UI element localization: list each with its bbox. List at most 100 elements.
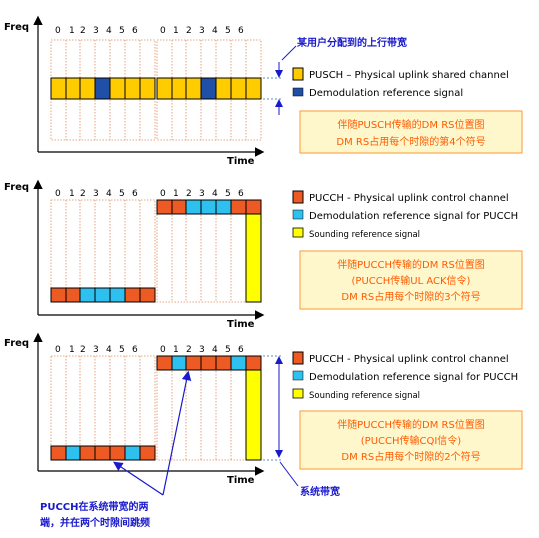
pucch-symbol: [156, 199, 173, 215]
slot-number: 3: [93, 26, 99, 36]
pusch-band: [50, 77, 262, 100]
pucch-symbol: [139, 287, 156, 303]
dmrs-symbol: [200, 77, 217, 100]
pucch-symbol: [171, 199, 187, 215]
note-line: 伴随PUCCH传输的DM RS位置图: [337, 418, 485, 431]
legend-swatch-dmrs-pucch: [292, 370, 304, 381]
system-bandwidth-annotation: 系统带宽: [300, 485, 340, 498]
slot-number: 4: [212, 345, 218, 355]
slot-number: 5: [225, 26, 231, 36]
note-line: 伴随PUCCH传输的DM RS位置图: [337, 258, 485, 271]
freq-axis-label: Freq: [4, 22, 29, 33]
pucch-symbol: [245, 199, 262, 215]
user-bandwidth-annotation: 某用户分配到的上行带宽: [297, 36, 407, 49]
slot-number: 0: [55, 26, 61, 36]
legend-swatch-pucch: [292, 351, 304, 365]
slot-number: 4: [106, 345, 112, 355]
sounding-rs-symbol: [245, 213, 262, 303]
note-line: (PUCCH传输CQI信令): [361, 434, 462, 447]
slot-number: 4: [212, 26, 218, 36]
legend-label: Demodulation reference signal for PUCCH: [309, 372, 518, 383]
legend-swatch-dmrs-pucch: [292, 209, 304, 220]
slot-numbers: 0 1 2 3 4 5 6 0 1 2 3 4 5 6: [55, 345, 244, 355]
pucch-symbol: [50, 287, 67, 303]
note-line: DM RS占用每个时隙的第4个符号: [336, 135, 485, 148]
slot-number: 2: [80, 26, 86, 36]
pusch-symbol: [124, 77, 141, 100]
legend-swatch-srs: [292, 388, 304, 399]
legend: PUCCH - Physical uplink control channel …: [292, 351, 518, 401]
freq-axis-label: Freq: [4, 338, 29, 349]
slot-number: 0: [55, 189, 61, 199]
slot-number: 5: [225, 189, 231, 199]
note-line: 伴随PUSCH传输的DM RS位置图: [337, 118, 484, 131]
slot-number: 3: [199, 345, 205, 355]
slot-number: 2: [186, 189, 192, 199]
slot-number: 4: [212, 189, 218, 199]
pucch-symbol: [94, 445, 111, 461]
pucch-band-slot1: [156, 199, 262, 303]
dmrs-symbol: [200, 199, 217, 215]
dmrs-symbol: [124, 445, 141, 461]
slot-number: 1: [173, 345, 179, 355]
note-line: (PUCCH传输UL ACK信令): [352, 274, 471, 287]
slot-number: 5: [119, 26, 125, 36]
note-box: 伴随PUCCH传输的DM RS位置图 (PUCCH传输CQI信令) DM RS占…: [299, 410, 523, 470]
slot-number: 1: [173, 26, 179, 36]
panel-pusch: Freq Time 0 1 2 3 4 5 6 0 1 2 3 4 5 6: [4, 15, 523, 167]
pusch-symbol: [65, 77, 81, 100]
pusch-symbol: [50, 77, 67, 100]
dmrs-symbol: [171, 355, 187, 371]
slot-number: 0: [160, 189, 166, 199]
pucch-symbol: [245, 355, 262, 371]
slot-number: 6: [238, 345, 244, 355]
pusch-symbol: [79, 77, 96, 100]
pucch-band-slot0: [50, 287, 156, 303]
pucch-symbol: [79, 445, 96, 461]
slot-number: 6: [238, 189, 244, 199]
pusch-symbol: [171, 77, 187, 100]
pucch-symbol: [139, 445, 156, 461]
pucch-hopping-annotation: 端，并在两个时隙间跳频: [40, 516, 150, 529]
panel-pucch-cqi: Freq Time 0 1 2 3 4 5 6 0 1 2 3 4 5 6: [4, 332, 523, 529]
slot-number: 0: [160, 26, 166, 36]
legend-label: PUSCH – Physical uplink shared channel: [309, 70, 509, 81]
note-line: DM RS占用每个时隙的2个符号: [341, 450, 480, 463]
slot-number: 4: [106, 189, 112, 199]
slot-number: 2: [186, 345, 192, 355]
dmrs-symbol: [94, 287, 111, 303]
slot-number: 1: [69, 26, 75, 36]
legend-label: Sounding reference signal: [309, 230, 420, 240]
slot-number: 6: [238, 26, 244, 36]
note-line: DM RS占用每个时隙的3个符号: [341, 290, 480, 303]
slot-number: 3: [93, 189, 99, 199]
legend-swatch-pucch: [292, 190, 304, 204]
pusch-symbol: [139, 77, 156, 100]
slot-number: 2: [80, 345, 86, 355]
time-axis-label: Time: [227, 319, 255, 330]
sounding-rs-symbol: [245, 369, 262, 461]
legend-label: Sounding reference signal: [309, 391, 420, 401]
slot-number: 6: [132, 189, 138, 199]
slot-number: 0: [55, 345, 61, 355]
slot-number: 6: [132, 345, 138, 355]
slot-numbers: 0 1 2 3 4 5 6 0 1 2 3 4 5 6: [55, 189, 244, 199]
time-axis-label: Time: [227, 156, 255, 167]
pusch-symbol: [156, 77, 173, 100]
legend-label: PUCCH - Physical uplink control channel: [309, 193, 509, 204]
slot-number: 4: [106, 26, 112, 36]
bandwidth-marker: [263, 45, 297, 115]
legend: PUSCH – Physical uplink shared channel D…: [292, 67, 509, 99]
slot-number: 2: [80, 189, 86, 199]
time-axis-label: Time: [227, 475, 255, 486]
pusch-symbol: [185, 77, 202, 100]
pucch-symbol: [156, 355, 173, 371]
legend-label: PUCCH - Physical uplink control channel: [309, 354, 509, 365]
slot-number: 5: [119, 345, 125, 355]
legend: PUCCH - Physical uplink control channel …: [292, 190, 518, 240]
legend-swatch-srs: [292, 227, 304, 238]
dmrs-symbol: [94, 77, 111, 100]
pucch-band-slot1: [156, 355, 262, 461]
slot-number: 5: [225, 345, 231, 355]
